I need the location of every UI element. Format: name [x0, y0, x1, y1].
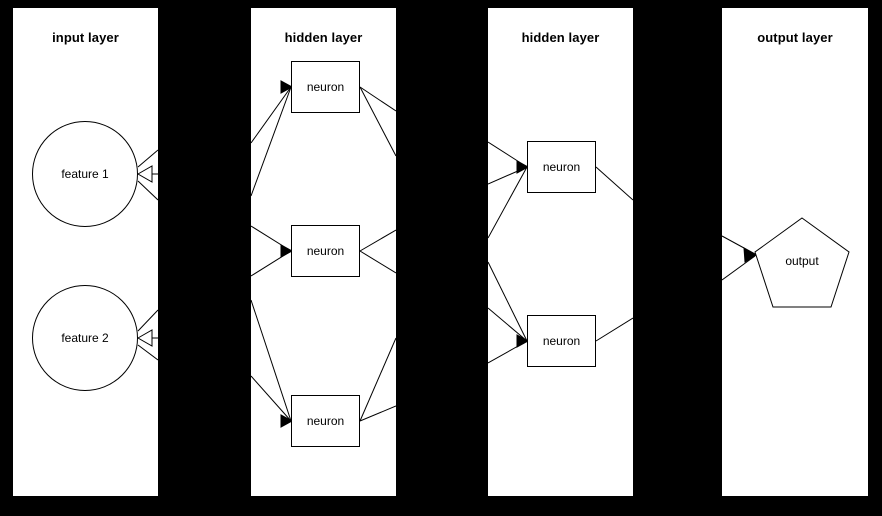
panel-hidden-layer-2: hidden layer neuron — [488, 8, 633, 496]
edge-out-h1n3-b — [359, 405, 396, 422]
node-hidden1-neuron-3[interactable]: neuron — [291, 395, 360, 447]
edge-in-h1n3-b — [251, 375, 292, 422]
edges-output-layer — [722, 217, 850, 308]
edge-out-h1n3-a — [359, 337, 396, 422]
node-hidden2-neuron-2-label: neuron — [542, 334, 581, 348]
node-feature-1[interactable]: feature 1 — [32, 121, 138, 227]
edge-out-h1n2-b — [359, 250, 396, 274]
node-hidden1-neuron-1-label: neuron — [306, 80, 345, 94]
panel-hidden-layer-1: hidden layer — [251, 8, 396, 496]
node-hidden1-neuron-1[interactable]: neuron — [291, 61, 360, 113]
node-feature-2[interactable]: feature 2 — [32, 285, 138, 391]
edges-input-layer — [136, 149, 158, 361]
arrowhead-h1n3 — [280, 414, 294, 428]
edge-in-h2n2-a — [488, 261, 528, 342]
node-hidden2-neuron-1[interactable]: neuron — [527, 141, 596, 193]
edge-out-h1n1-b — [359, 86, 396, 157]
edge-in-h1n1-b — [251, 86, 292, 197]
arrowhead-into-feature-1 — [136, 165, 153, 183]
panel-output-layer: output layer output — [722, 8, 868, 496]
node-output-pentagon-shape[interactable] — [754, 217, 850, 308]
panel-title-hidden-layer-1: hidden layer — [284, 30, 363, 45]
edge-out-h2n1 — [595, 166, 633, 201]
edge-f1-h1n1 — [137, 149, 158, 168]
arrowhead-h2n1 — [516, 160, 530, 174]
edge-f1-h1n3 — [137, 180, 158, 201]
node-feature-2-label: feature 2 — [61, 331, 109, 345]
panel-title-hidden-layer-2: hidden layer — [521, 30, 600, 45]
arrowhead-h1n2 — [280, 244, 294, 258]
edge-in-h2n1-c — [488, 166, 528, 239]
edge-in-h1n1-a — [251, 86, 292, 144]
node-hidden1-neuron-2[interactable]: neuron — [291, 225, 360, 277]
edge-out-h2n2 — [595, 317, 633, 342]
panel-title-output-layer: output layer — [757, 30, 833, 45]
edge-f2-h1n1 — [137, 309, 158, 332]
node-feature-1-label: feature 1 — [61, 167, 109, 181]
edge-in-h2n2-b — [488, 307, 528, 342]
node-hidden1-neuron-2-label: neuron — [306, 244, 345, 258]
edge-out-h1n2-a — [359, 229, 396, 252]
arrowhead-h2n2 — [516, 334, 530, 348]
edge-in-h1n3-a — [251, 299, 292, 422]
node-hidden2-neuron-1-label: neuron — [542, 160, 581, 174]
edges-hidden-layer-2 — [488, 141, 633, 364]
arrowhead-output — [743, 247, 757, 263]
node-hidden1-neuron-3-label: neuron — [306, 414, 345, 428]
edges-hidden-layer-1 — [251, 80, 396, 428]
node-hidden2-neuron-2[interactable]: neuron — [527, 315, 596, 367]
panel-title-input-layer: input layer — [52, 30, 119, 45]
edge-out-h1n1-a — [359, 86, 396, 112]
arrowhead-into-feature-2 — [136, 329, 153, 347]
arrowhead-h1n1 — [280, 80, 294, 94]
panel-input-layer: input layer feature 1 feature 2 — [13, 8, 158, 496]
edge-in-output-b — [722, 255, 756, 281]
edge-f2-h1n3 — [137, 344, 158, 361]
